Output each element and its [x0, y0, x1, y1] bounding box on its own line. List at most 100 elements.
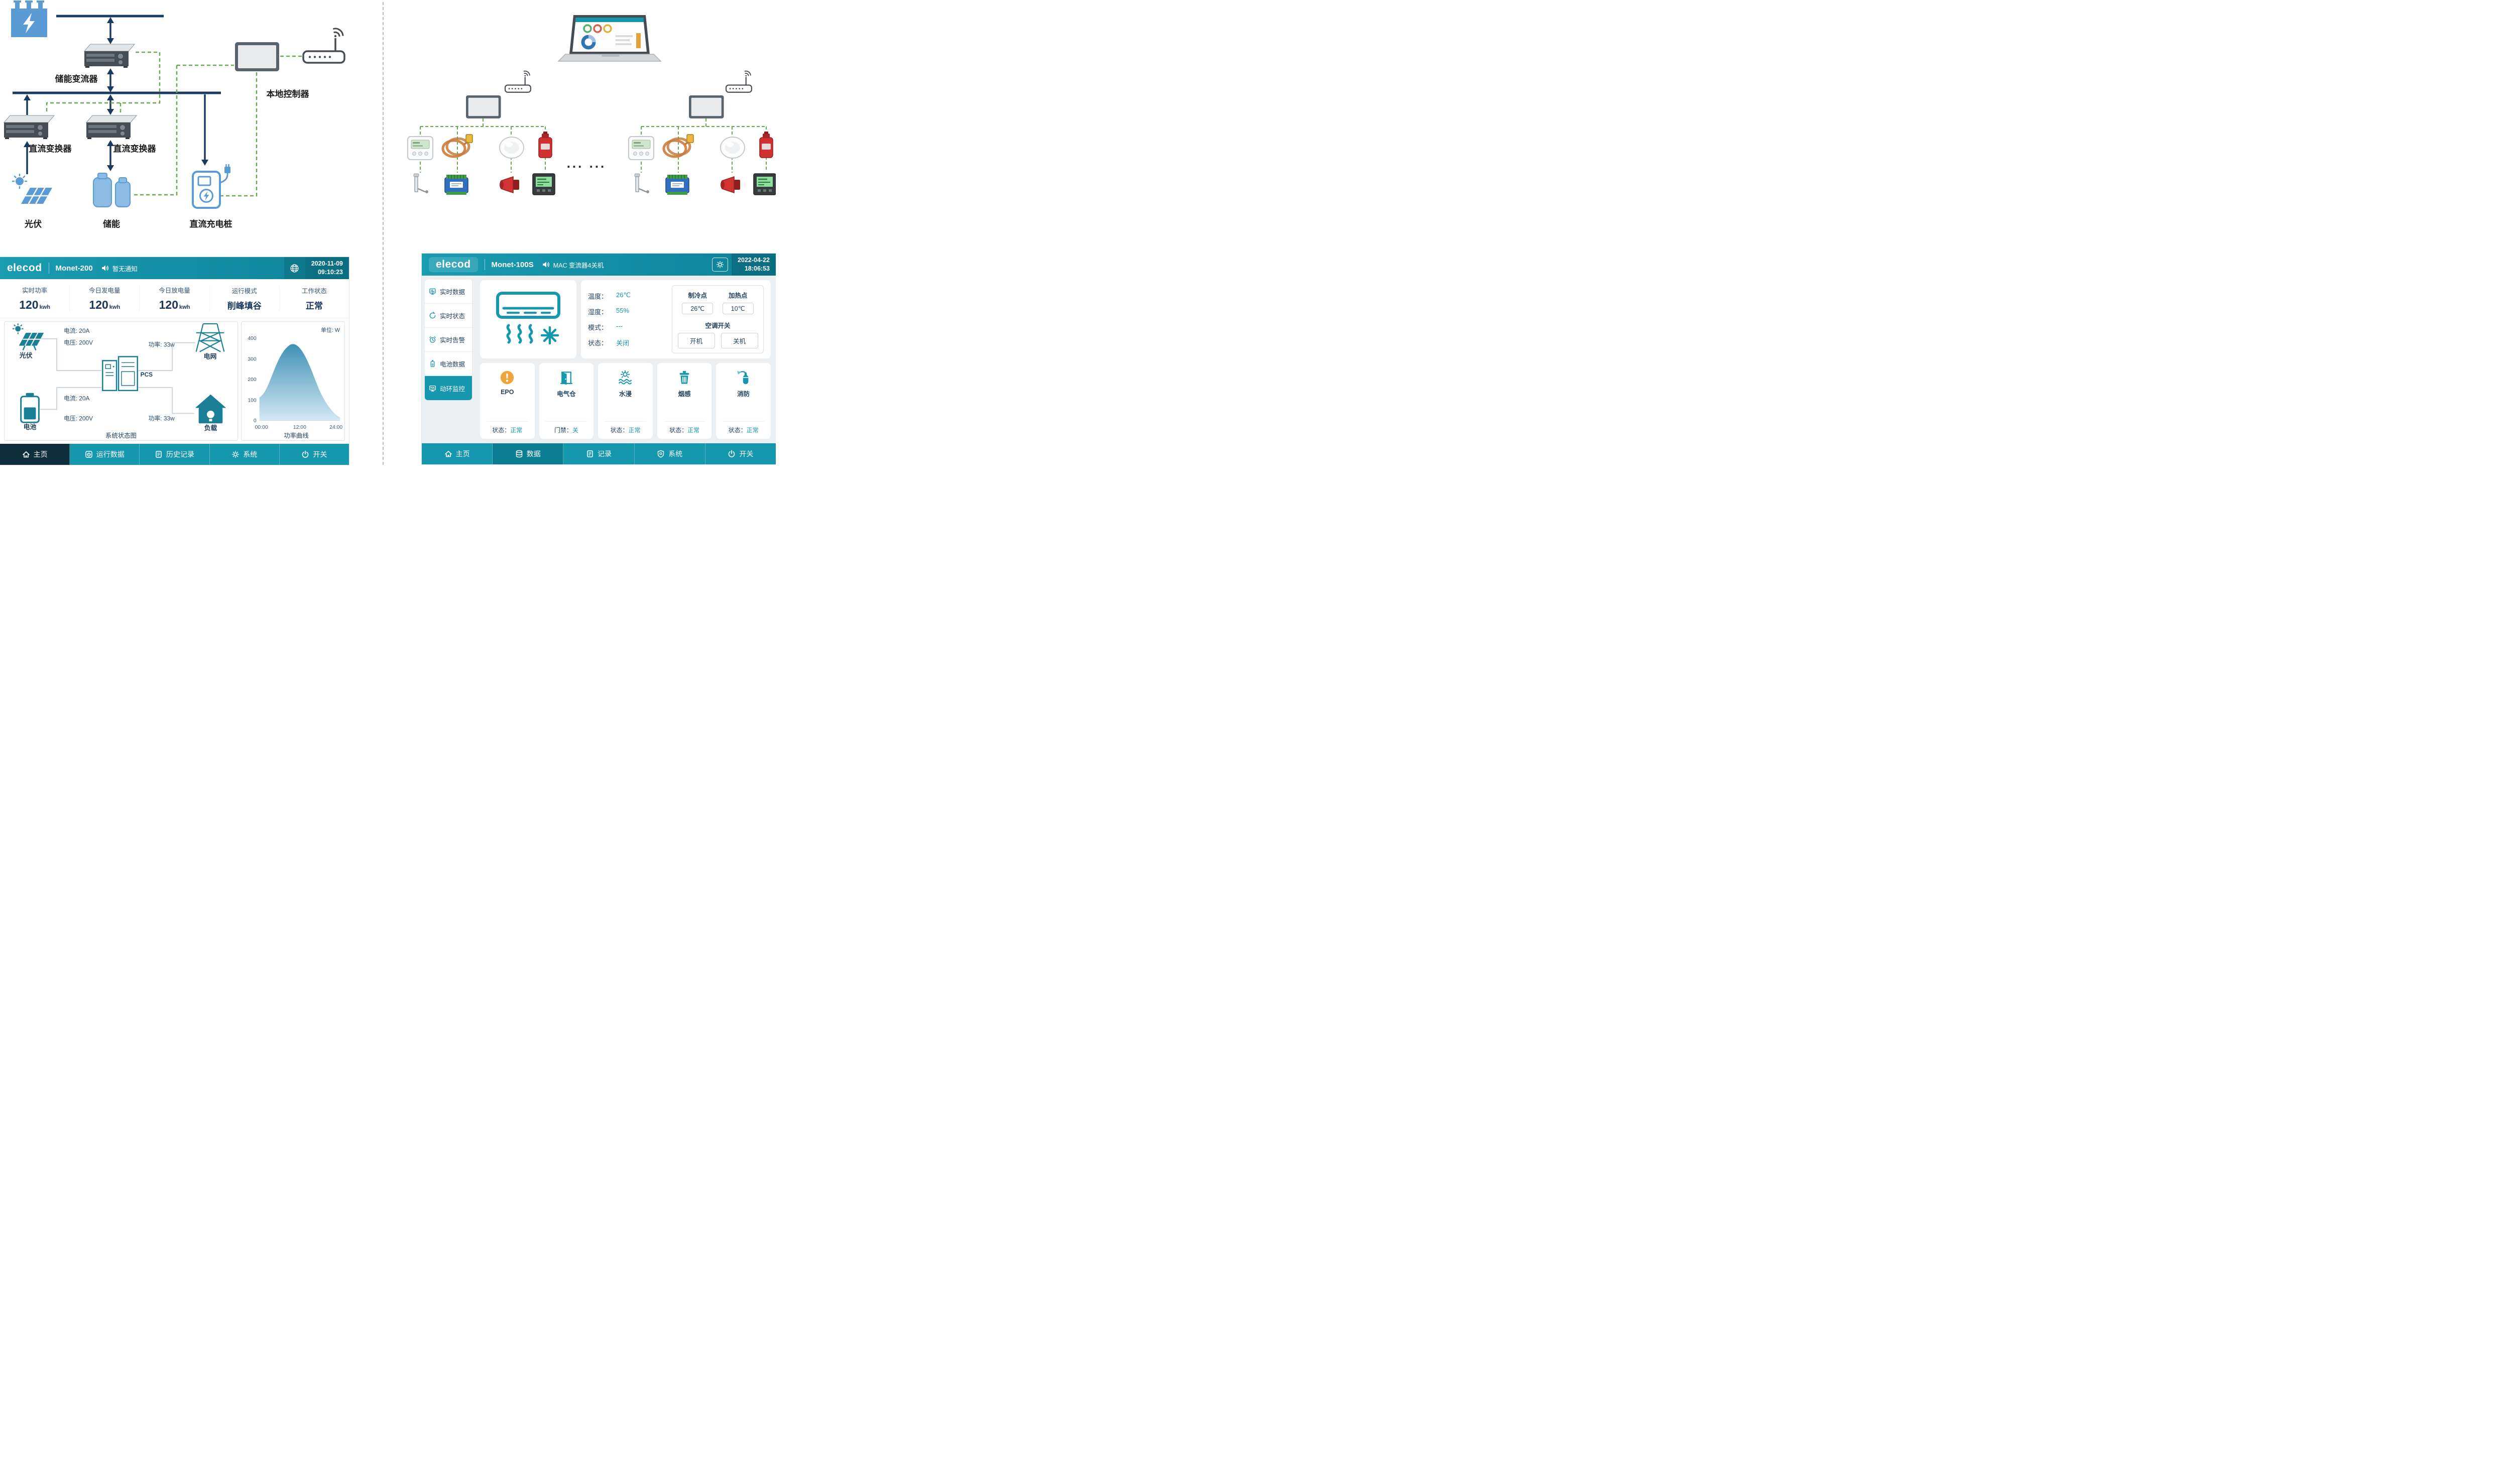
speaker-icon: [101, 265, 108, 271]
nav-label: 运行数据: [96, 450, 125, 458]
power-on-button[interactable]: 开机: [677, 333, 715, 348]
nav-item-records[interactable]: 记录: [563, 443, 635, 464]
sensor-card-electrical-bay[interactable]: 电气仓 门禁：关: [539, 363, 594, 439]
heating-setpoint-label: 加热点: [728, 292, 748, 299]
cooling-setpoint: 制冷点 26℃: [677, 290, 718, 314]
time-text: 18:06:53: [744, 265, 770, 272]
heating-setpoint-value[interactable]: 10℃: [722, 303, 754, 314]
sidebar-item-realtime-status[interactable]: 实时状态: [425, 304, 472, 328]
load-power-value: 功率: 33w: [149, 415, 175, 422]
power-off-button[interactable]: 关机: [721, 333, 758, 348]
io-module-icon: [665, 174, 689, 195]
ac-unit-card: [480, 280, 576, 358]
epo-alert-icon: [501, 370, 514, 385]
grid-label: 电网: [204, 352, 217, 360]
temp-row: 温度：26℃: [588, 291, 631, 300]
home-icon: [444, 450, 452, 457]
door-icon: [560, 372, 572, 385]
pcs-icon: [102, 356, 138, 392]
sensor-card-epo[interactable]: EPO 状态：正常: [480, 363, 535, 439]
time-text: 09:10:23: [317, 269, 343, 276]
sensor-card-smoke[interactable]: 烟感 状态：正常: [657, 363, 712, 439]
home-icon: [22, 451, 30, 458]
storage-label: 储能: [103, 219, 120, 229]
nav-label: 开关: [313, 450, 327, 458]
nav-item-home[interactable]: 主页: [422, 443, 493, 464]
mode-value: ---: [616, 322, 623, 330]
alarm-siren-icon: [720, 176, 741, 193]
grid-power-value: 功率: 33w: [149, 341, 175, 348]
main-area: 光伏 电流: 20A 电压: 200V PCS: [0, 318, 349, 444]
nav-item-system[interactable]: 系统: [635, 443, 705, 464]
wifi-router-icon: [725, 69, 753, 93]
realtime-data-icon: [429, 288, 436, 295]
nav-item-data[interactable]: 数据: [493, 443, 564, 464]
nav-label: 记录: [598, 450, 612, 458]
settings-button[interactable]: [712, 258, 729, 272]
dome-sensor-icon: [720, 137, 745, 159]
stat-label: 运行模式: [231, 288, 257, 295]
state-value: 关闭: [616, 339, 630, 347]
local-controller-display: [235, 42, 279, 71]
cooling-setpoint-value[interactable]: 26℃: [682, 303, 714, 314]
water-immersion-icon: [619, 370, 632, 385]
stat-label: 实时功率: [22, 287, 48, 294]
sidebar-item-realtime-alarm[interactable]: 实时告警: [425, 328, 472, 352]
temp-probe-icon: [634, 173, 650, 194]
monitor-display: [466, 95, 501, 118]
laptop-icon: [557, 15, 662, 62]
nav-item-system[interactable]: 系统: [210, 444, 280, 465]
nav-item-history[interactable]: 历史记录: [140, 444, 210, 465]
power-flow-lines: [26, 22, 206, 174]
sensor-name: 水浸: [619, 391, 632, 398]
realtime-status-icon: [429, 312, 436, 319]
sensor-status: 状态：正常: [604, 421, 647, 434]
nav-item-home[interactable]: 主页: [0, 444, 70, 465]
nav-item-power[interactable]: 开关: [705, 443, 776, 464]
temp-probe-icon: [413, 173, 429, 194]
globe-icon: [290, 264, 299, 273]
battery-label: 电池: [24, 423, 37, 431]
thermostat-sensor-icon: [628, 136, 654, 160]
sidebar-item-battery-data[interactable]: 电池数据: [425, 352, 472, 376]
heating-setpoint: 加热点 10℃: [718, 290, 759, 314]
sidebar-label: 动环监控: [440, 385, 465, 393]
bottom-nav: 主页 数据 记录 系统 开关: [422, 443, 776, 464]
sidebar-item-realtime-data[interactable]: 实时数据: [425, 280, 472, 304]
dc-converter-device: [86, 115, 137, 140]
power-icon: [729, 450, 735, 457]
battery-current-value: 电流: 20A: [64, 395, 90, 402]
data-icon: [516, 450, 522, 458]
settings-wrap: [708, 254, 732, 276]
network-button[interactable]: [284, 257, 305, 279]
stat-label: 工作状态: [301, 288, 327, 295]
controller-label: 本地控制器: [267, 89, 310, 99]
sensor-status: 状态：正常: [486, 421, 528, 434]
env-readings: 温度：26℃ 湿度：55% 模式：--- 状态：关闭: [588, 291, 666, 347]
y-tick: 300: [248, 356, 257, 362]
nav-item-power[interactable]: 开关: [280, 444, 349, 465]
sensor-name: EPO: [501, 389, 514, 396]
storage-system-architecture-diagram: 储能变流器 直流变换器 直流变换器 本地控制器 光伏 储能 直流充电桩: [4, 1, 346, 229]
sensor-card-water[interactable]: 水浸 状态：正常: [598, 363, 653, 439]
stat-value: 正常: [305, 301, 323, 311]
mode-row: 模式：---: [588, 322, 623, 331]
sensor-card-fire[interactable]: 消防 状态：正常: [716, 363, 771, 439]
header-right: 2020-11-09 09:10:23: [284, 257, 349, 279]
battery-voltage-value: 电压: 200V: [64, 415, 93, 422]
run-data-icon: [85, 451, 92, 458]
realtime-alarm-icon: [429, 336, 436, 343]
power-meter-icon: [532, 173, 556, 196]
history-icon: [156, 451, 162, 458]
nav-item-run-data[interactable]: 运行数据: [70, 444, 140, 465]
load-icon: [195, 394, 226, 424]
sidebar-item-env-monitoring[interactable]: 动环监控: [425, 376, 472, 400]
nav-label: 历史记录: [166, 450, 194, 458]
brand-logo: elecod: [7, 262, 42, 274]
load-label: 负载: [204, 424, 217, 432]
stat-work-status: 工作状态 正常: [280, 286, 349, 311]
